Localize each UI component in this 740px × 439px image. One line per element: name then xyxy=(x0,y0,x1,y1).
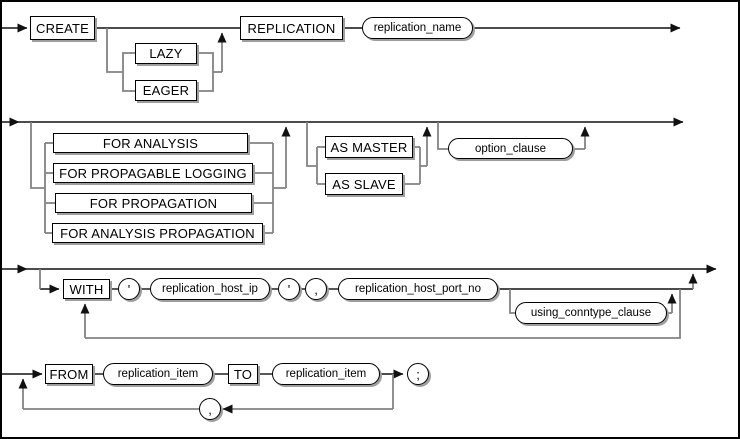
keyword-for-analysis: FOR ANALYSIS xyxy=(53,133,248,153)
keyword-create: CREATE xyxy=(30,16,95,40)
keyword-from: FROM xyxy=(45,364,93,384)
operand-replication-item-1: replication_item xyxy=(103,363,213,385)
keyword-as-master: AS MASTER xyxy=(325,136,413,158)
operand-using-conntype-clause: using_conntype_clause xyxy=(515,302,667,324)
keyword-with: WITH xyxy=(63,279,110,299)
keyword-as-slave: AS SLAVE xyxy=(325,173,403,195)
keyword-replication: REPLICATION xyxy=(240,16,343,40)
literal-quote-open: ' xyxy=(118,278,140,300)
operand-replication-item-2: replication_item xyxy=(272,363,380,385)
operand-replication-host-ip: replication_host_ip xyxy=(150,278,270,300)
literal-semicolon: ; xyxy=(407,363,429,385)
keyword-to: TO xyxy=(228,364,258,384)
operand-replication-host-port-no: replication_host_port_no xyxy=(338,278,498,300)
operand-replication-name: replication_name xyxy=(362,17,473,39)
keyword-eager: EAGER xyxy=(135,80,197,101)
keyword-for-propagable-logging: FOR PROPAGABLE LOGGING xyxy=(53,163,253,183)
keyword-for-propagation: FOR PROPAGATION xyxy=(55,193,252,213)
literal-quote-close: ' xyxy=(278,278,300,300)
literal-comma-loop: , xyxy=(199,398,221,420)
operand-option-clause: option_clause xyxy=(448,138,573,159)
keyword-lazy: LAZY xyxy=(135,43,197,64)
keyword-for-analysis-propagation: FOR ANALYSIS PROPAGATION xyxy=(52,223,263,243)
literal-comma: , xyxy=(305,278,327,300)
